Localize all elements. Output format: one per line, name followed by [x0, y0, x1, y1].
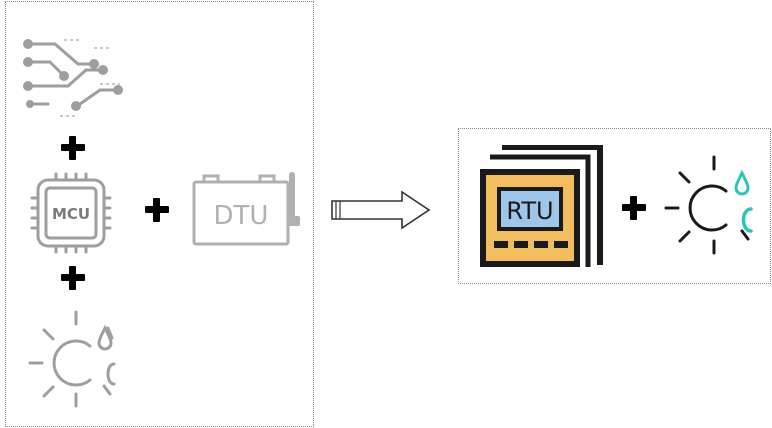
components-panel [5, 1, 314, 427]
circuit-traces-icon [23, 39, 123, 117]
weather-sensor-icon [664, 155, 753, 255]
result-panel [458, 128, 771, 284]
plus-sign [61, 266, 85, 290]
rtu-label: RTU [506, 197, 553, 225]
plus-sign [145, 198, 169, 222]
plus-sign [61, 136, 85, 160]
dtu-label: DTU [214, 201, 269, 231]
rtu-device-icon: RTU [480, 145, 603, 267]
plus-sign [622, 196, 646, 220]
mcu-chip-icon: MCU [30, 172, 112, 254]
dtu-module-icon: DTU [192, 172, 300, 246]
mcu-label: MCU [52, 205, 90, 223]
weather-sensor-icon [28, 310, 116, 408]
arrow-right-icon [331, 190, 431, 230]
